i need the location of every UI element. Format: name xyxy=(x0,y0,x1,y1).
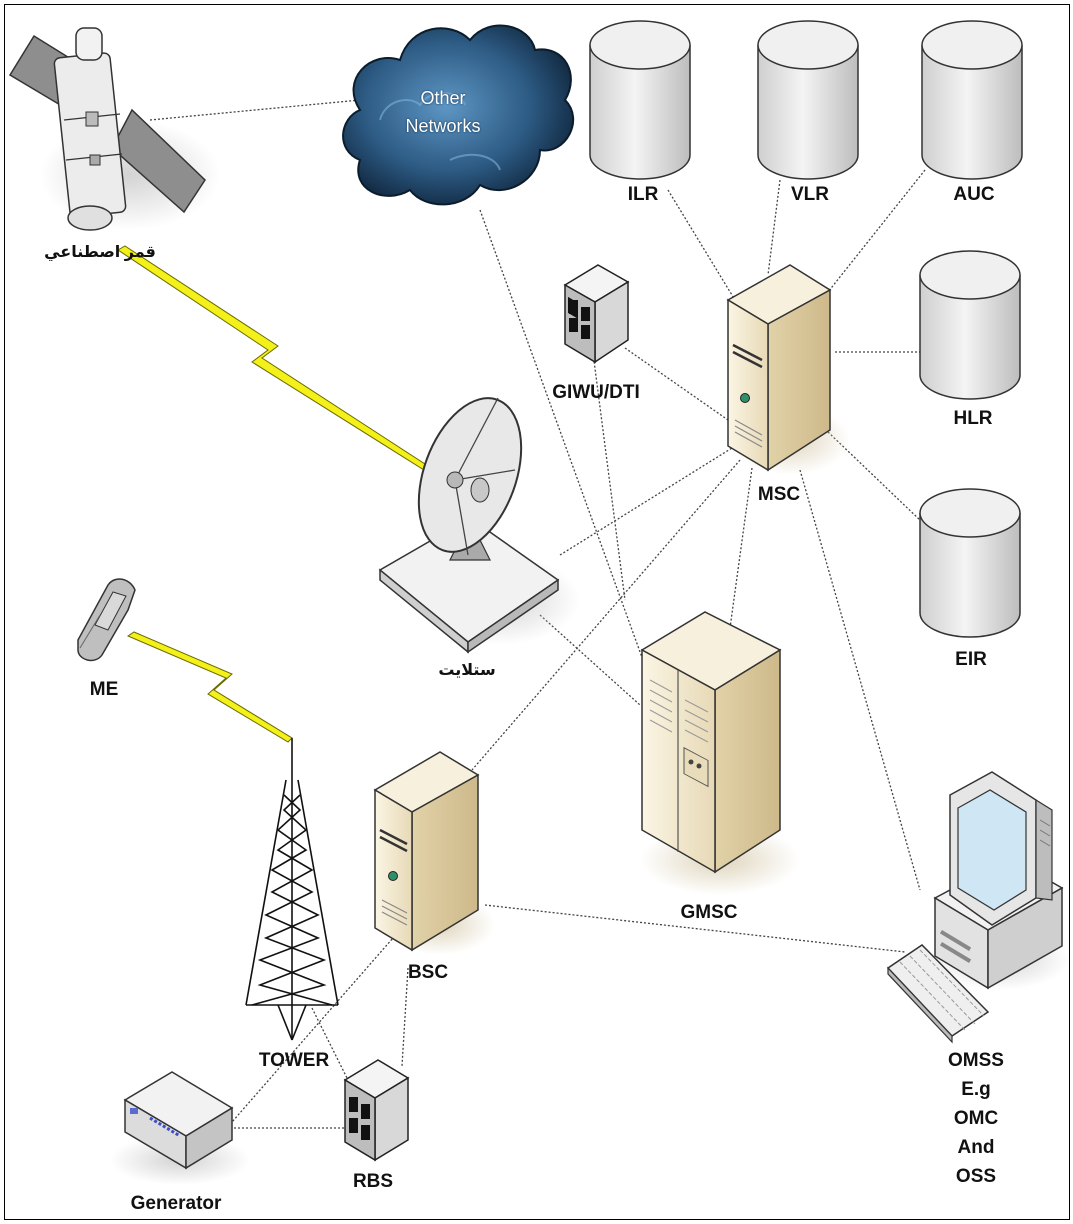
label-dish: ستلايت xyxy=(438,662,496,679)
server-icon-giwu xyxy=(563,264,630,364)
computer-icon xyxy=(886,771,1070,1044)
label-cloud-line2: Networks xyxy=(405,116,481,136)
label-omss-line1: OMSS xyxy=(948,1050,1004,1071)
database-icon-eir xyxy=(919,488,1021,638)
server-icon-gmsc xyxy=(640,611,800,895)
label-gmsc: GMSC xyxy=(680,902,738,923)
label-vlr: VLR xyxy=(791,184,829,205)
label-me: ME xyxy=(89,679,119,700)
label-bsc: BSC xyxy=(407,962,449,983)
label-omss-line2: E.g xyxy=(961,1079,991,1100)
label-generator: Generator xyxy=(130,1193,222,1214)
label-msc: MSC xyxy=(757,484,801,505)
label-eir: EIR xyxy=(955,649,987,670)
label-omss-line3: OMC xyxy=(953,1108,999,1129)
server-icon-rbs xyxy=(343,1059,410,1162)
server-icon-msc xyxy=(726,264,850,475)
label-omss-line5: OSS xyxy=(955,1166,997,1187)
label-ilr: ILR xyxy=(627,184,659,205)
label-omss-block: OMSS E.g OMC And OSS xyxy=(948,1046,1004,1191)
label-hlr: HLR xyxy=(953,408,993,429)
server-icon-bsc xyxy=(373,751,495,955)
diagram-frame xyxy=(4,4,1070,1220)
generator-icon xyxy=(110,1071,250,1185)
dish-icon xyxy=(378,397,580,654)
label-cloud-line1: Other xyxy=(420,88,466,108)
tower-icon xyxy=(245,738,339,1041)
database-icon-ilr xyxy=(589,20,691,180)
label-omss-line4: And xyxy=(957,1137,995,1158)
label-giwu: GIWU/DTI xyxy=(552,382,640,403)
lightning-bolt-satellite xyxy=(117,245,429,471)
phone-icon xyxy=(77,578,136,662)
label-tower: TOWER xyxy=(258,1050,330,1071)
lightning-bolt-phone xyxy=(126,631,293,743)
cloud-icon xyxy=(342,24,575,206)
label-auc: AUC xyxy=(953,184,995,205)
connection-lines xyxy=(149,99,926,1129)
database-icon-vlr xyxy=(757,20,859,180)
database-icon-auc xyxy=(921,20,1023,180)
label-satellite: قمر اصطناعي xyxy=(44,244,156,261)
satellite-icon xyxy=(8,27,220,231)
database-icon-hlr xyxy=(919,250,1021,400)
label-rbs: RBS xyxy=(352,1171,394,1192)
